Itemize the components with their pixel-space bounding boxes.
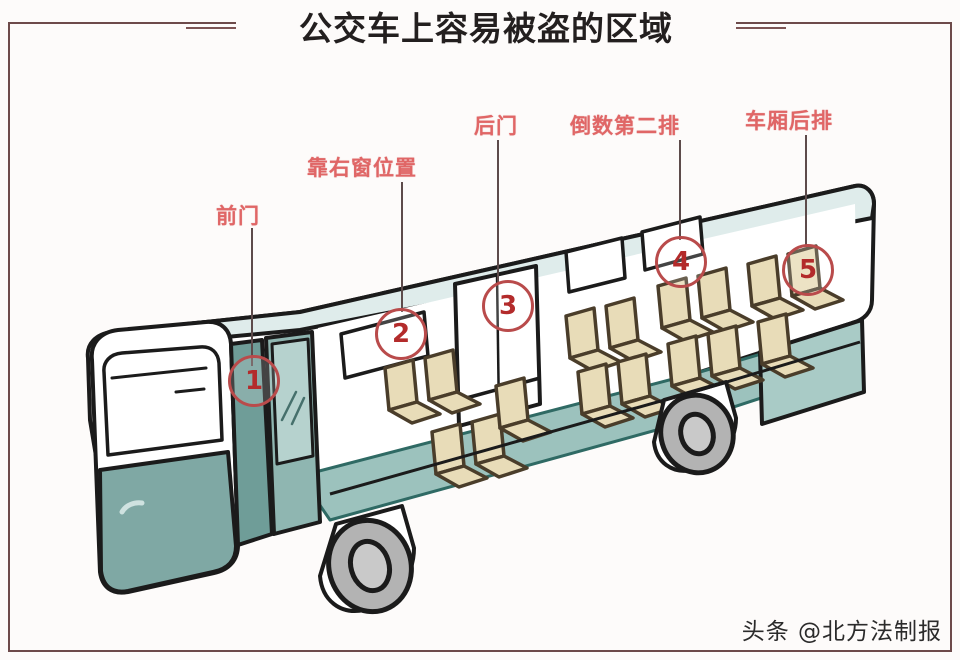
marker-5: 5 [782,244,834,296]
marker-1: 1 [228,355,280,407]
leader-line-3 [497,140,499,282]
front-door-glass-shine [280,390,306,426]
callout-label-1: 前门 [216,204,260,228]
title-dash-right [734,27,786,29]
seat-row-mid [564,296,675,429]
windshield-highlight [110,366,208,380]
front-wheel [318,504,416,615]
leader-line-2 [401,182,403,312]
callout-label-4: 倒数第二排 [570,114,680,138]
marker-3: 3 [482,280,534,332]
bumper-highlight [119,500,145,515]
leader-line-5 [805,135,807,247]
page-title: 公交车上容易被盗的区域 [299,9,673,48]
window-pane-mid [564,236,627,294]
windshield-highlight-2 [174,387,206,394]
source-watermark: 头条 @北方法制报 [741,619,942,645]
callout-label-3: 后门 [474,114,518,138]
leader-line-1 [251,228,253,366]
title-backing-plate [236,4,736,48]
cabin-floor-line [329,340,861,496]
windshield [102,345,224,457]
callout-label-5: 车厢后排 [745,109,833,133]
leader-line-4 [679,140,681,240]
marker-4: 4 [655,236,707,288]
bus-front-bumper [98,450,238,594]
title-dash-left [186,27,238,29]
rear-wheel [652,380,738,476]
marker-2: 2 [375,308,427,360]
callout-label-2: 靠右窗位置 [307,156,417,180]
